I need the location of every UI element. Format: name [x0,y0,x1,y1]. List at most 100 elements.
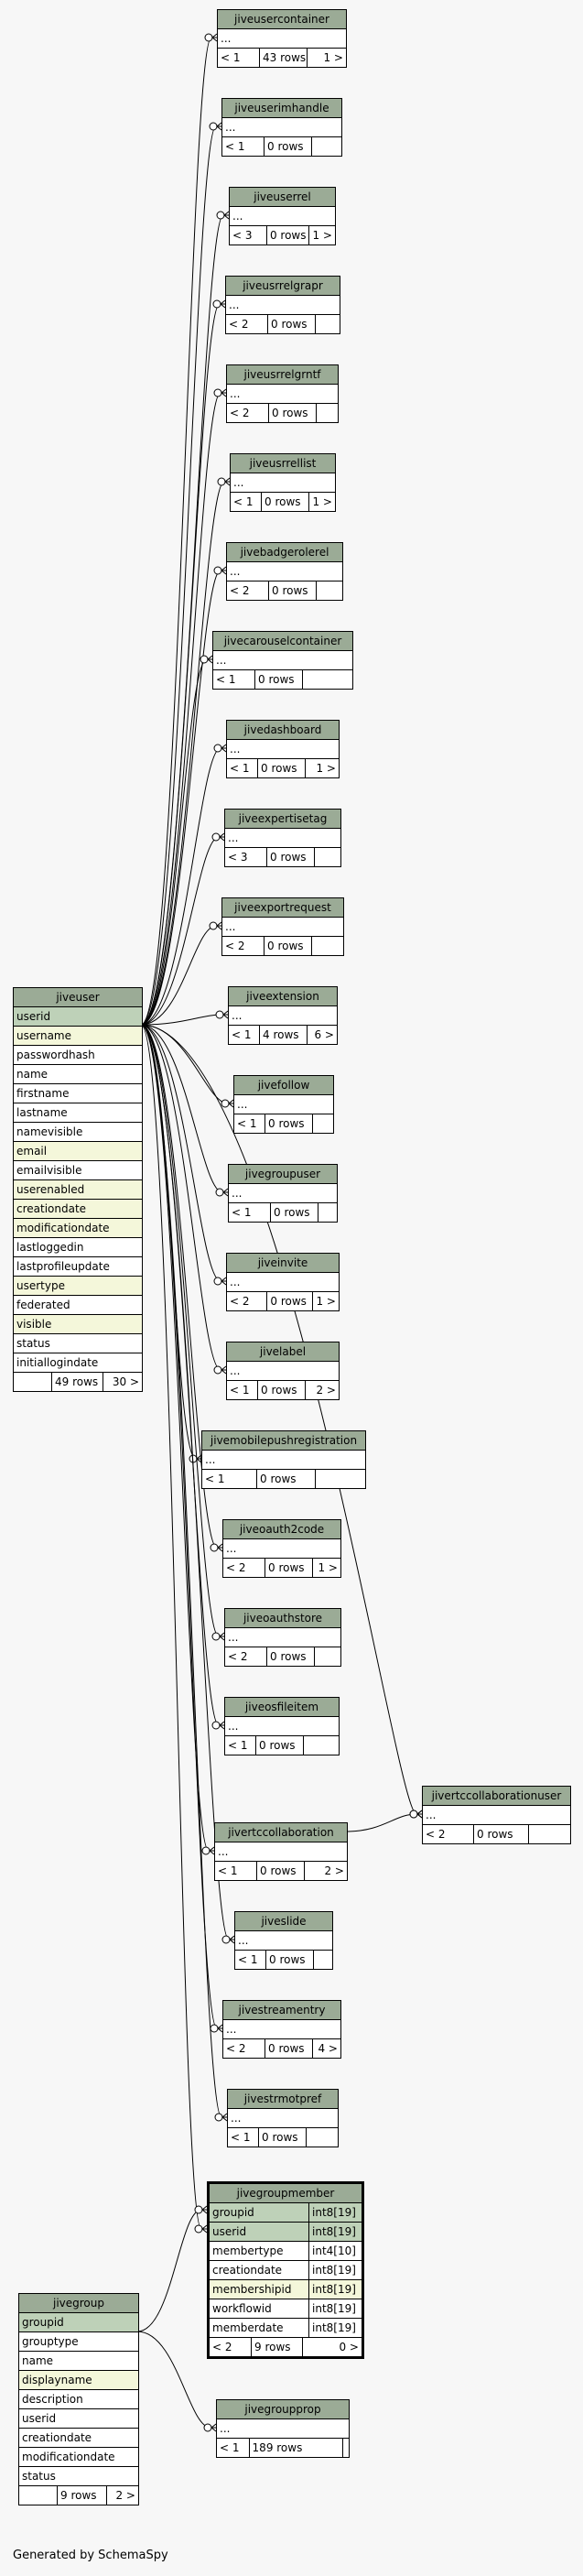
collapsed-columns[interactable]: ... [225,1717,339,1736]
table-header[interactable]: jiveexportrequest [222,898,343,918]
table-header[interactable]: jiveoauth2code [223,1520,340,1539]
column-lastname[interactable]: lastname [14,1103,142,1123]
collapsed-columns[interactable]: ... [227,740,339,759]
column-namevisible[interactable]: namevisible [14,1123,142,1142]
table-header[interactable]: jivegroupmember [210,2184,362,2203]
collapsed-columns[interactable]: ... [202,1451,365,1470]
table-header[interactable]: jiveosfileitem [225,1698,339,1717]
column-email[interactable]: email [14,1142,142,1161]
collapsed-columns[interactable]: ... [227,1273,339,1292]
column-displayname[interactable]: displayname [19,2371,138,2390]
table-header[interactable]: jiveuserrel [230,188,335,207]
table-header[interactable]: jivegroupprop [217,2400,349,2419]
column-name[interactable]: name [19,2352,138,2371]
column-status[interactable]: status [14,1334,142,1353]
collapsed-columns[interactable]: ... [217,2419,349,2439]
column-name[interactable]: name [14,1065,142,1084]
table-header[interactable]: jivegroup [19,2294,138,2313]
collapsed-columns[interactable]: ... [227,385,338,404]
collapsed-columns[interactable]: ... [235,1931,332,1951]
collapsed-columns[interactable]: ... [423,1806,570,1825]
collapsed-columns[interactable]: ... [225,829,340,848]
collapsed-columns[interactable]: ... [228,2109,338,2128]
table-header[interactable]: jiveinvite [227,1254,339,1273]
collapsed-columns[interactable]: ... [215,1842,347,1862]
table-header[interactable]: jiveusercontainer [218,10,346,29]
collapsed-columns[interactable]: ... [222,918,343,937]
table-header[interactable]: jivefollow [234,1076,333,1095]
column-username[interactable]: username [14,1027,142,1046]
column-groupid[interactable]: groupid [19,2313,138,2332]
column-usertype[interactable]: usertype [14,1277,142,1296]
collapsed-columns[interactable]: ... [227,562,342,582]
table-header[interactable]: jivertccollaborationuser [423,1787,570,1806]
column-emailvisible[interactable]: emailvisible [14,1161,142,1180]
table-header[interactable]: jivestreamentry [223,2001,340,2020]
table-header[interactable]: jivemobilepushregistration [202,1431,365,1451]
column-grouptype[interactable]: grouptype [19,2332,138,2352]
table-header[interactable]: jivebadgerolerel [227,543,342,562]
table-header[interactable]: jivertccollaboration [215,1823,347,1842]
collapsed-columns[interactable]: ... [230,207,335,226]
column-visible[interactable]: visible [14,1315,142,1334]
column-passwordhash[interactable]: passwordhash [14,1046,142,1065]
collapsed-columns[interactable]: ... [213,651,352,670]
column-userid[interactable]: userid [19,2409,138,2429]
collapsed-columns[interactable]: ... [223,2020,340,2039]
table-header[interactable]: jivecarouselcontainer [213,632,352,651]
table-header[interactable]: jiveexpertisetag [225,810,340,829]
table-header[interactable]: jiveoauthstore [225,1609,340,1628]
column-userenabled[interactable]: userenabled [14,1180,142,1200]
collapsed-columns[interactable]: ... [225,1628,340,1647]
column-creationdate[interactable]: creationdate [14,1200,142,1219]
collapsed-columns[interactable]: ... [229,1006,337,1026]
column-firstname[interactable]: firstname [14,1084,142,1103]
column-modificationdate[interactable]: modificationdate [19,2448,138,2467]
collapsed-columns[interactable]: ... [226,296,340,315]
table-header[interactable]: jivegroupuser [229,1165,337,1184]
table-header[interactable]: jiveextension [229,987,337,1006]
collapsed-columns[interactable]: ... [222,118,341,137]
column-federated[interactable]: federated [14,1296,142,1315]
table-header[interactable]: jiveuserimhandle [222,99,341,118]
column-initiallogindate[interactable]: initiallogindate [14,1353,142,1373]
table-header[interactable]: jivestrmotpref [228,2090,338,2109]
collapsed-columns[interactable]: ... [229,1184,337,1203]
table-header[interactable]: jiveusrrelgrntf [227,365,338,385]
column-lastloggedin[interactable]: lastloggedin [14,1238,142,1257]
table-header[interactable]: jivelabel [227,1342,339,1362]
collapsed-columns[interactable]: ... [223,1539,340,1559]
column-lastprofileupdate[interactable]: lastprofileupdate [14,1257,142,1277]
